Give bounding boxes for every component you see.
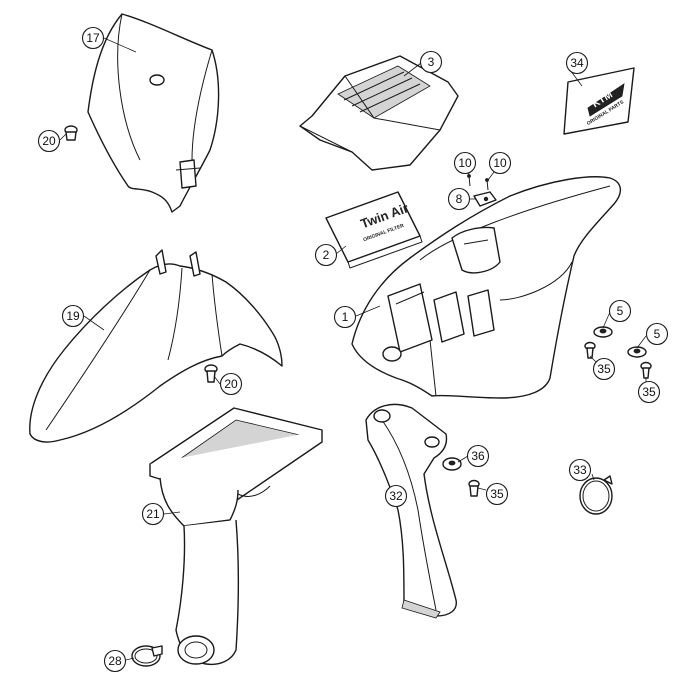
- callout-20-lower-label: 20: [224, 377, 238, 391]
- air-intake-boot: [149, 407, 323, 666]
- callout-36-label: 36: [471, 449, 485, 463]
- callout-17-label: 17: [86, 31, 100, 45]
- callout-2: 2: [314, 243, 338, 267]
- callout-35-right-lower: 35: [637, 380, 661, 404]
- callout-36: 36: [466, 444, 490, 468]
- rear-fender-air-box: [351, 176, 621, 399]
- callout-17: 17: [81, 26, 105, 50]
- washers-part-5: [593, 326, 647, 358]
- callout-2-label: 2: [323, 248, 330, 262]
- callout-35-right-lower-label: 35: [642, 385, 656, 399]
- callout-33: 33: [568, 458, 592, 482]
- grommet-part-36: [442, 457, 462, 471]
- callout-5-lower: 5: [645, 322, 669, 346]
- callout-20-lower: 20: [219, 372, 243, 396]
- air-box-cover: [299, 55, 459, 171]
- callout-19: 19: [61, 304, 85, 328]
- callout-10-left-label: 10: [458, 156, 472, 170]
- callout-3: 3: [419, 50, 443, 74]
- callout-35-right-upper-label: 35: [597, 362, 611, 376]
- front-number-plate: [87, 13, 220, 213]
- ring-clamp-part-33: [579, 475, 613, 515]
- ktm-decal: KTM ORIGINAL PARTS: [563, 67, 635, 135]
- callout-34: 34: [565, 51, 589, 75]
- callout-8: 8: [447, 187, 471, 211]
- callout-28-label: 28: [108, 654, 122, 668]
- clip-part-8: [473, 191, 497, 207]
- callout-1-label: 1: [342, 310, 349, 324]
- bolt-part-35-duct: [468, 479, 480, 497]
- callout-32: 32: [384, 484, 408, 508]
- callout-20-upper: 20: [37, 129, 61, 153]
- callout-10-right: 10: [488, 151, 512, 175]
- callout-5-lower-label: 5: [654, 327, 661, 341]
- front-fender: [29, 249, 283, 443]
- callout-21: 21: [141, 502, 165, 526]
- callout-32-label: 32: [389, 489, 403, 503]
- callout-28: 28: [103, 649, 127, 673]
- callout-35-right-upper: 35: [592, 357, 616, 381]
- callout-10-left: 10: [453, 151, 477, 175]
- callout-1: 1: [333, 305, 357, 329]
- callout-33-label: 33: [573, 463, 587, 477]
- callout-35-duct: 35: [485, 482, 509, 506]
- screw-part-20-upper: [64, 125, 78, 141]
- callout-10-right-label: 10: [493, 156, 507, 170]
- callouts: 17 20 3 34 10 10 8 2: [37, 26, 669, 673]
- callout-21-label: 21: [146, 507, 160, 521]
- intake-duct: [365, 403, 457, 619]
- callout-34-label: 34: [570, 56, 584, 70]
- air-filter: Twin Air ORIGINAL FILTER: [325, 191, 423, 269]
- callout-8-label: 8: [456, 192, 463, 206]
- callout-20-upper-label: 20: [42, 134, 56, 148]
- callout-19-label: 19: [66, 309, 80, 323]
- pins-part-10: [467, 174, 489, 191]
- callout-5-upper-label: 5: [617, 304, 624, 318]
- callout-5-upper: 5: [608, 299, 632, 323]
- callout-3-label: 3: [428, 55, 435, 69]
- screw-part-20-lower: [204, 364, 218, 383]
- callout-35-duct-label: 35: [490, 487, 504, 501]
- hose-clamp-part-28: [131, 645, 163, 667]
